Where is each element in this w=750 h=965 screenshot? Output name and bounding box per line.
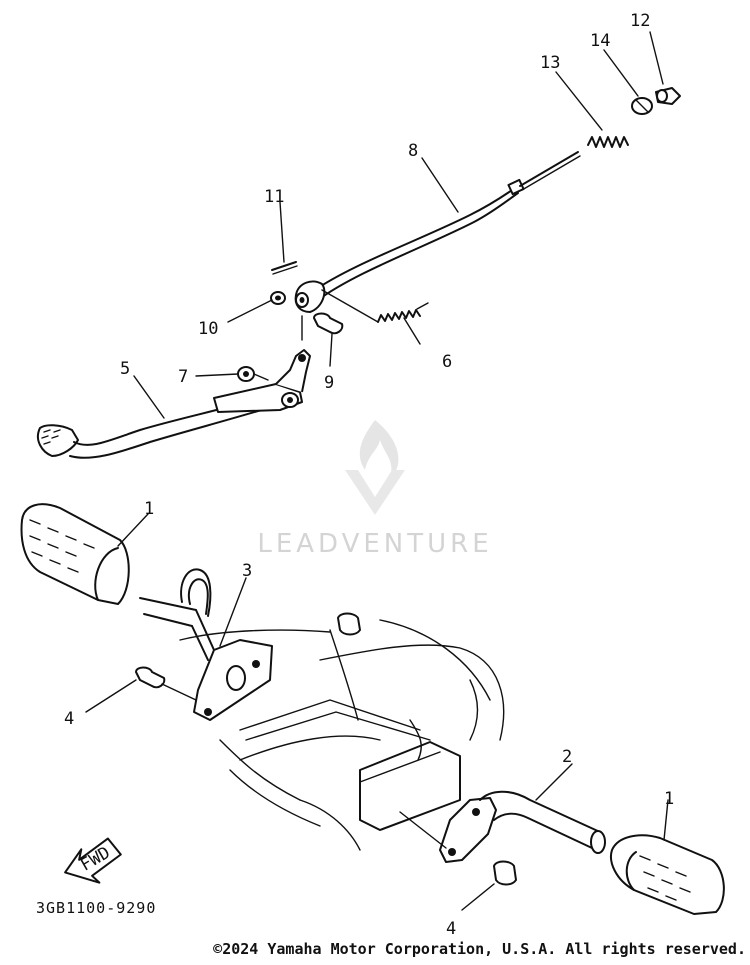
callout-6: 6 [442, 352, 452, 372]
watermark-logo [345, 420, 405, 515]
callout-14: 14 [590, 31, 610, 51]
callout-4-lower: 4 [446, 919, 456, 939]
bolt-lower [493, 860, 517, 886]
callout-7: 7 [178, 367, 188, 387]
callout-9: 9 [324, 373, 334, 393]
leader-lines [85, 31, 669, 911]
callout-12: 12 [630, 11, 650, 31]
callout-3: 3 [242, 561, 252, 581]
callout-1-right: 1 [664, 789, 674, 809]
rod-spring [587, 136, 629, 148]
clevis-pin [313, 312, 344, 335]
footrest-right [399, 790, 606, 863]
frame-cap [337, 612, 361, 636]
forward-arrow-icon [64, 837, 122, 884]
callout-2: 2 [562, 747, 572, 767]
footrest-rubber-left [20, 503, 130, 605]
adjust-nut [631, 97, 653, 115]
diagram-code: 3GB1100-9290 [36, 899, 156, 917]
wing-nut [655, 87, 681, 105]
cotter-pin [271, 261, 298, 275]
rod-joint [294, 280, 326, 313]
callout-11: 11 [264, 187, 284, 207]
callout-5: 5 [120, 359, 130, 379]
brake-rod [311, 151, 581, 301]
footrest-rubber-right [610, 834, 725, 915]
callout-13: 13 [540, 53, 560, 73]
copyright-notice: ©2024 Yamaha Motor Corporation, U.S.A. A… [0, 940, 750, 958]
copyright-text: ©2024 Yamaha Motor Corporation, U.S.A. A… [213, 940, 746, 958]
callout-10: 10 [198, 319, 218, 339]
footrest-left [139, 568, 273, 721]
callout-8: 8 [408, 141, 418, 161]
washer-7 [237, 366, 269, 382]
washer-10 [270, 291, 286, 305]
callout-4-upper: 4 [64, 709, 74, 729]
bolt-upper [135, 666, 197, 701]
callout-1-left: 1 [144, 499, 154, 519]
frame-structure [179, 619, 505, 851]
return-spring [321, 289, 429, 323]
watermark-text: LEADVENTURE [257, 529, 492, 559]
brake-pedal [36, 315, 311, 459]
